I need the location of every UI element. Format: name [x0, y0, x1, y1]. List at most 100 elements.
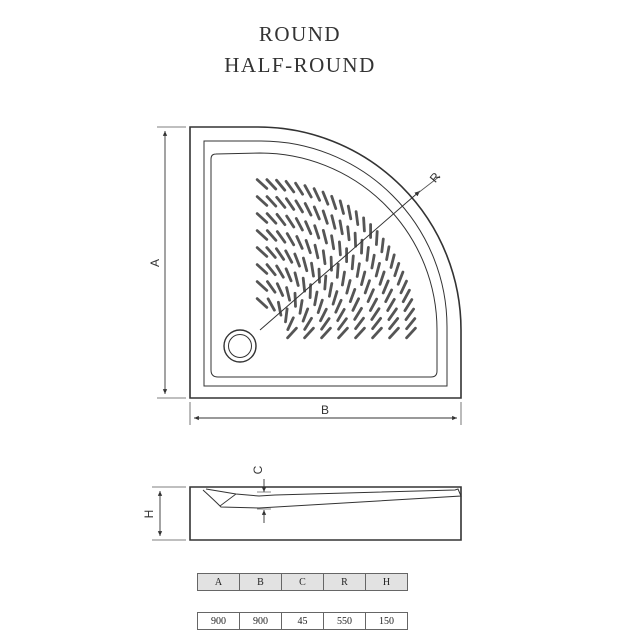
- dimension-b: B: [189, 402, 462, 425]
- pattern-stripe: [360, 238, 364, 255]
- pattern-stripe: [388, 326, 400, 340]
- pattern-stripe: [388, 317, 400, 331]
- pattern-stripe: [346, 225, 351, 242]
- pattern-stripe: [335, 262, 340, 279]
- pattern-stripe: [384, 288, 394, 304]
- pattern-stripe: [284, 307, 289, 324]
- section-profile: [202, 488, 462, 509]
- pattern-stripe: [338, 199, 345, 215]
- pattern-stripe: [312, 187, 322, 202]
- pattern-stripe: [338, 219, 344, 236]
- pattern-stripe: [284, 179, 296, 194]
- pattern-stripe: [284, 267, 293, 283]
- pattern-stripe: [303, 316, 313, 331]
- pattern-stripe: [255, 246, 269, 258]
- pattern-stripe: [348, 287, 357, 304]
- pattern-stripe: [321, 228, 328, 245]
- pattern-stripe: [294, 217, 304, 232]
- pattern-stripe: [327, 282, 334, 298]
- pattern-stripe: [365, 245, 370, 262]
- dimension-h: H: [142, 486, 186, 541]
- pattern-stripe: [303, 202, 313, 217]
- pattern-stripe: [374, 230, 379, 246]
- pattern-stripe: [316, 298, 324, 315]
- pattern-stripe: [331, 290, 339, 306]
- pattern-stripe: [255, 212, 269, 224]
- pattern-stripe: [255, 297, 269, 309]
- pattern-stripe: [354, 210, 360, 227]
- pattern-stripe: [304, 238, 312, 255]
- pattern-stripe: [405, 326, 417, 340]
- pattern-stripe: [330, 194, 338, 211]
- section-view: [189, 486, 462, 541]
- pattern-stripe: [363, 279, 371, 295]
- pattern-stripe: [285, 286, 292, 302]
- pattern-stripe: [386, 297, 396, 312]
- section-outline: [189, 486, 462, 541]
- pattern-stripe: [312, 205, 321, 221]
- pattern-stripe: [337, 240, 342, 257]
- pattern-stripe: [321, 190, 330, 206]
- pattern-stripe: [340, 270, 346, 287]
- pattern-stripe: [389, 253, 396, 269]
- pattern-stripe: [401, 288, 411, 304]
- dimension-c: C: [251, 465, 271, 523]
- drain-inner: [228, 334, 252, 358]
- pattern-stripe: [286, 316, 295, 332]
- dimension-h-label: H: [142, 510, 156, 519]
- pattern-stripe: [301, 276, 307, 293]
- pattern-stripe: [355, 262, 361, 278]
- pattern-stripe: [255, 263, 269, 275]
- pattern-stripe: [320, 326, 332, 340]
- pattern-stripe: [380, 237, 385, 254]
- value-cell-c: 45: [281, 612, 324, 630]
- pattern-stripe: [255, 195, 269, 207]
- pattern-stripe: [313, 224, 321, 240]
- pattern-stripe: [387, 307, 398, 322]
- diagram-title: ROUND: [258, 22, 342, 46]
- pattern-stripe: [330, 214, 337, 230]
- pattern-stripe: [321, 249, 327, 266]
- pattern-stripe: [255, 178, 269, 190]
- pattern-stripe: [285, 232, 296, 247]
- pattern-stripe: [293, 252, 301, 268]
- pattern-stripe: [308, 283, 313, 300]
- pattern-stripe: [275, 178, 287, 192]
- tray-basin: [210, 152, 438, 378]
- pattern-stripe: [353, 306, 363, 321]
- pattern-stripe: [345, 279, 352, 295]
- pattern-stripe: [298, 299, 304, 315]
- header-cell-h: H: [365, 573, 408, 591]
- pattern-stripe: [275, 212, 287, 227]
- tray-inner-rim: [203, 140, 448, 387]
- pattern-stripe: [385, 245, 391, 262]
- pattern-stripe: [304, 220, 313, 236]
- pattern-stripe: [360, 270, 367, 287]
- pattern-stripe: [323, 274, 328, 291]
- pattern-stripe: [405, 317, 417, 331]
- pattern-stripe: [301, 256, 309, 273]
- pattern-stripe: [399, 279, 408, 295]
- header-cell-b: B: [239, 573, 282, 591]
- diagram-subtitle: HALF-ROUND: [224, 53, 376, 77]
- pattern-stripe: [301, 307, 310, 323]
- pattern-stripe: [337, 326, 349, 340]
- plan-view: [189, 126, 462, 399]
- pattern-stripe: [381, 279, 390, 295]
- drain-outer: [223, 329, 257, 363]
- pattern-stripe: [276, 300, 283, 317]
- pattern-stripe: [275, 195, 287, 209]
- pattern-stripe: [354, 316, 365, 331]
- pattern-stripe: [313, 243, 320, 260]
- pattern-stripe: [303, 326, 315, 340]
- dimension-r: R: [259, 169, 444, 331]
- pattern-stripe: [354, 326, 366, 340]
- dimension-r-label: R: [427, 169, 444, 185]
- value-cell-h: 150: [365, 612, 408, 630]
- pattern-stripe: [368, 297, 379, 312]
- dimension-a-label: A: [148, 259, 162, 267]
- pattern-stripe: [275, 230, 287, 244]
- pattern-stripe: [362, 216, 366, 233]
- pattern-stripe: [403, 298, 414, 313]
- pattern-stripe: [370, 253, 376, 270]
